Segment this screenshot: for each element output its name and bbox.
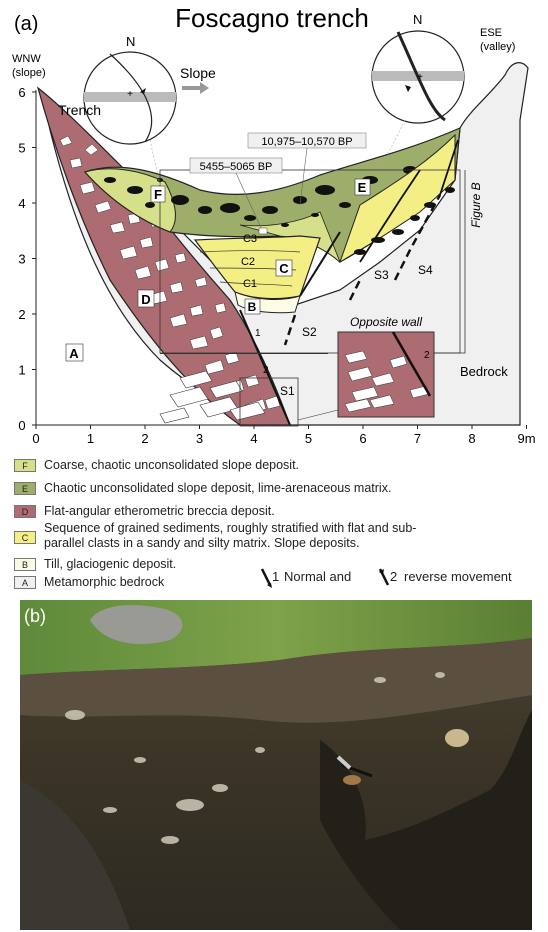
unit-label-e: E <box>358 180 367 195</box>
y-tick-label: 6 <box>18 85 25 100</box>
y-tick-label: 2 <box>18 307 25 322</box>
fault-label-s2: S2 <box>302 325 317 339</box>
opposite-wall-label: Opposite wall <box>350 315 422 329</box>
x-tick-label: 8 <box>468 431 475 446</box>
legend-text-e: Chaotic unconsolidated slope deposit, li… <box>44 481 392 495</box>
boulder <box>90 605 183 644</box>
movement-1: 1 <box>255 328 261 339</box>
x-tick-label: 4 <box>250 431 257 446</box>
x-tick-label: 9m <box>517 431 535 446</box>
unit-label-b: B <box>248 300 257 314</box>
fault-label-s1: S1 <box>280 384 295 398</box>
legend-text-d: Flat-angular etherometric breccia deposi… <box>44 504 275 518</box>
y-axis-ticks: 0 1 2 3 4 5 6 <box>18 85 36 433</box>
x-tick-label: 5 <box>305 431 312 446</box>
x-tick-label: 7 <box>414 431 421 446</box>
flat-clasts <box>159 370 266 424</box>
legend-text-b: Till, glaciogenic deposit. <box>44 557 177 571</box>
y-tick-label: 0 <box>18 418 25 433</box>
date-label-2: 5455–5065 BP <box>200 161 273 173</box>
reverse-movement-label: reverse movement <box>404 569 512 584</box>
legend-item-c: C Sequence of grained sediments, roughly… <box>14 521 416 553</box>
legend-swatch-b: B <box>14 558 36 571</box>
legend-swatch-f: F <box>14 459 36 472</box>
date-label-1: 10,975–10,570 BP <box>261 136 352 148</box>
ese-label: ESE(valley) <box>480 27 515 53</box>
normal-movement-icon <box>260 568 272 588</box>
movement-legend: 1 Normal and 2 reverse movement <box>258 567 548 589</box>
unit-label-a: A <box>69 346 79 361</box>
fault-label-s3: S3 <box>374 268 389 282</box>
legend-swatch-a: A <box>14 576 36 589</box>
unit-label-c1: C1 <box>243 278 257 290</box>
legend-text-f: Coarse, chaotic unconsolidated slope dep… <box>44 458 300 472</box>
legend-item-b: B Till, glaciogenic deposit. <box>14 557 176 572</box>
unit-label-d: D <box>141 292 150 307</box>
north-label-left: N <box>126 34 135 49</box>
unit-f-coarse-deposit <box>84 168 176 233</box>
y-tick-label: 1 <box>18 363 25 378</box>
unit-label-c: C <box>279 261 289 276</box>
unit-label-c2: C2 <box>241 256 255 268</box>
pebble <box>445 729 469 747</box>
stereonet-right: + <box>371 30 465 124</box>
figure-b-label: Figure B <box>469 182 483 227</box>
legend-text-c: Sequence of grained sediments, roughly s… <box>44 521 417 550</box>
reverse-movement-icon <box>378 568 390 586</box>
faults <box>239 139 459 426</box>
legend-item-d: D Flat-angular etherometric breccia depo… <box>14 504 275 519</box>
trench-cross-section: (a) Foscagno trench <box>12 3 536 446</box>
unit-label-c3: C3 <box>243 233 257 245</box>
legend-swatch-e: E <box>14 482 36 495</box>
slope-label: Slope <box>180 65 216 81</box>
legend-item-a: A Metamorphic bedrock <box>14 575 164 590</box>
s1-detail-box <box>239 377 299 427</box>
stereonet-left: + <box>83 51 177 145</box>
x-tick-label: 0 <box>32 431 39 446</box>
legend-swatch-d: D <box>14 505 36 518</box>
panel-b-label: (b) <box>24 606 46 626</box>
svg-text:+: + <box>417 72 423 83</box>
x-tick-label: 6 <box>359 431 366 446</box>
legend: F Coarse, chaotic unconsolidated slope d… <box>0 452 548 598</box>
x-tick-label: 1 <box>87 431 94 446</box>
legend-swatch-c: C <box>14 531 36 544</box>
y-tick-label: 3 <box>18 252 25 267</box>
movement-number-2: 2 <box>390 569 398 584</box>
movement-2-inset: 2 <box>424 350 430 361</box>
trench-label: Trench <box>58 102 101 118</box>
movement-2: 2 <box>263 365 269 376</box>
bedrock-label: Bedrock <box>460 364 508 379</box>
unit-label-f: F <box>154 187 162 202</box>
movement-number-1: 1 <box>272 569 280 584</box>
y-tick-label: 4 <box>18 196 25 211</box>
legend-item-f: F Coarse, chaotic unconsolidated slope d… <box>14 458 299 473</box>
north-label-right: N <box>413 12 422 27</box>
svg-text:+: + <box>127 89 133 100</box>
trench-photograph: (b) <box>20 600 532 930</box>
fault-label-s4: S4 <box>418 263 433 277</box>
y-tick-label: 5 <box>18 141 25 156</box>
hammer <box>336 755 373 785</box>
panel-a-label: (a) <box>14 13 38 35</box>
slope-arrow <box>182 82 209 94</box>
x-tick-label: 3 <box>196 431 203 446</box>
wnw-label: WNW(slope) <box>12 53 46 79</box>
legend-item-e: E Chaotic unconsolidated slope deposit, … <box>14 481 391 496</box>
x-axis-ticks: 0 1 2 3 4 5 6 7 8 9m <box>32 425 536 446</box>
legend-text-a: Metamorphic bedrock <box>44 575 165 589</box>
normal-movement-label: Normal and <box>284 569 352 584</box>
x-tick-label: 2 <box>141 431 148 446</box>
diagram-title: Foscagno trench <box>175 3 369 33</box>
